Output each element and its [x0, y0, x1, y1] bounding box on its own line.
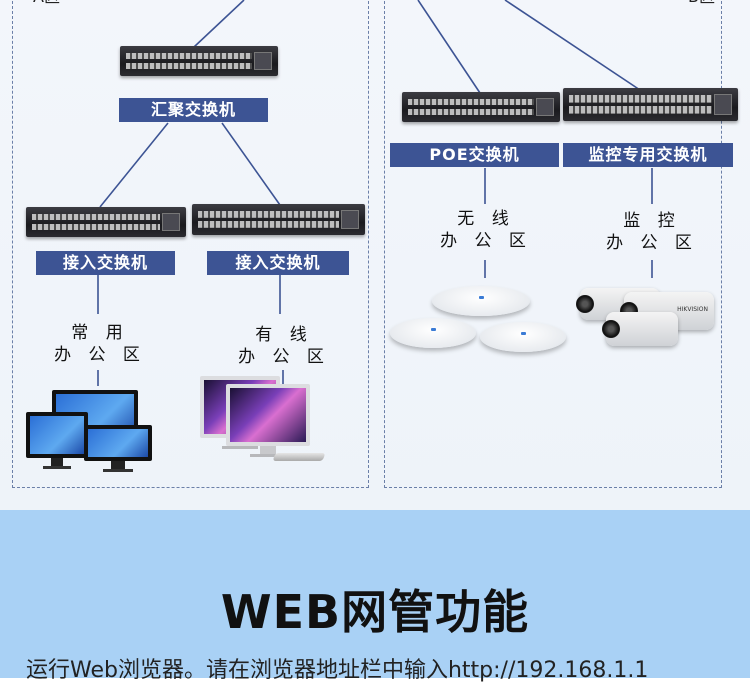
- access-switch-left-label: 接入交换机: [36, 251, 175, 275]
- access-switch-right-device: [192, 204, 365, 235]
- monitor-switch-device: [563, 88, 738, 121]
- office-wired-line1: 有 线: [255, 325, 313, 345]
- camera-brand-text: HIKVISION: [677, 306, 708, 313]
- monitor-switch-label: 监控专用交换机: [563, 143, 733, 167]
- aggregation-switch-device: [120, 46, 278, 76]
- office-wireless-line1: 无 线: [457, 209, 515, 229]
- imac-front-icon: [226, 384, 310, 457]
- zone-b: B区: [384, 0, 722, 488]
- keyboard-icon: [272, 453, 326, 461]
- wire-agg-to-access-right: [221, 122, 281, 206]
- zone-a-label: A区: [33, 0, 60, 7]
- poe-switch-label: POE交换机: [390, 143, 559, 167]
- wireless-ap-icon: [432, 286, 530, 316]
- wire-uplink-b-poe: [417, 0, 481, 94]
- monitor-left-icon: [26, 412, 88, 469]
- poe-switch-device: [402, 92, 560, 122]
- office-regular: 常 用 办 公 区: [50, 322, 150, 366]
- access-switch-right-label: 接入交换机: [207, 251, 349, 275]
- office-regular-line1: 常 用: [71, 323, 129, 343]
- web-management-section: WEB网管功能 运行Web浏览器。请在浏览器地址栏中输入http://192.1…: [0, 510, 750, 683]
- zone-a: A区: [12, 0, 369, 488]
- office-regular-line2: 办 公 区: [54, 345, 146, 365]
- office-wireless: 无 线 办 公 区: [436, 208, 536, 252]
- office-wireless-line2: 办 公 区: [440, 231, 532, 251]
- wireless-ap-icon: [480, 322, 566, 352]
- camera-icon: [602, 312, 678, 346]
- office-surveillance-line2: 办 公 区: [606, 233, 698, 253]
- office-surveillance: 监 控 办 公 区: [602, 210, 702, 254]
- zone-b-label: B区: [688, 0, 715, 7]
- wire-agg-to-access-left: [99, 122, 169, 208]
- wireless-ap-icon: [390, 318, 476, 348]
- network-diagram: A区 B区 汇聚交换机 接入交换机 接入交换机 常 用 办 公 区 有 线 办 …: [0, 0, 750, 510]
- wire-uplink-a: [193, 0, 245, 48]
- office-wired-line2: 办 公 区: [238, 347, 330, 367]
- access-switch-left-device: [26, 207, 186, 237]
- wire-uplink-b-monitor: [504, 0, 641, 91]
- office-wired: 有 线 办 公 区: [234, 324, 334, 368]
- web-management-title: WEB网管功能: [220, 585, 530, 639]
- monitor-right-icon: [84, 425, 152, 472]
- web-management-description: 运行Web浏览器。请在浏览器地址栏中输入http://192.168.1.1: [26, 658, 649, 683]
- office-surveillance-line1: 监 控: [623, 211, 681, 231]
- connection-lines: [97, 0, 653, 386]
- aggregation-switch-label: 汇聚交换机: [119, 98, 268, 122]
